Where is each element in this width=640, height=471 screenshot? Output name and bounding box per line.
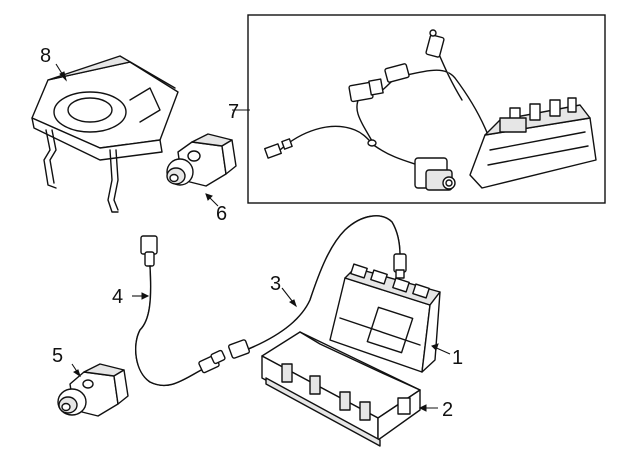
part-1-ecu — [329, 263, 441, 373]
part-2-mounting-bracket — [261, 331, 421, 447]
leader-lines — [55, 63, 451, 412]
callout-3: 3 — [270, 273, 281, 295]
kit-frame — [247, 14, 606, 204]
callout-7: 7 — [228, 101, 239, 123]
callout-5: 5 — [52, 345, 63, 367]
callout-4: 4 — [112, 286, 123, 308]
callout-8: 8 — [40, 45, 51, 67]
part-3-cable — [228, 215, 407, 359]
part-8-control-module — [31, 55, 179, 213]
part-7-camera-harness — [264, 29, 597, 191]
callout-2: 2 — [442, 399, 453, 421]
part-4-cable — [134, 235, 226, 387]
part-5-camera — [57, 363, 129, 417]
part-6-camera — [166, 133, 237, 187]
callout-1: 1 — [452, 347, 463, 369]
callout-6: 6 — [216, 203, 227, 225]
